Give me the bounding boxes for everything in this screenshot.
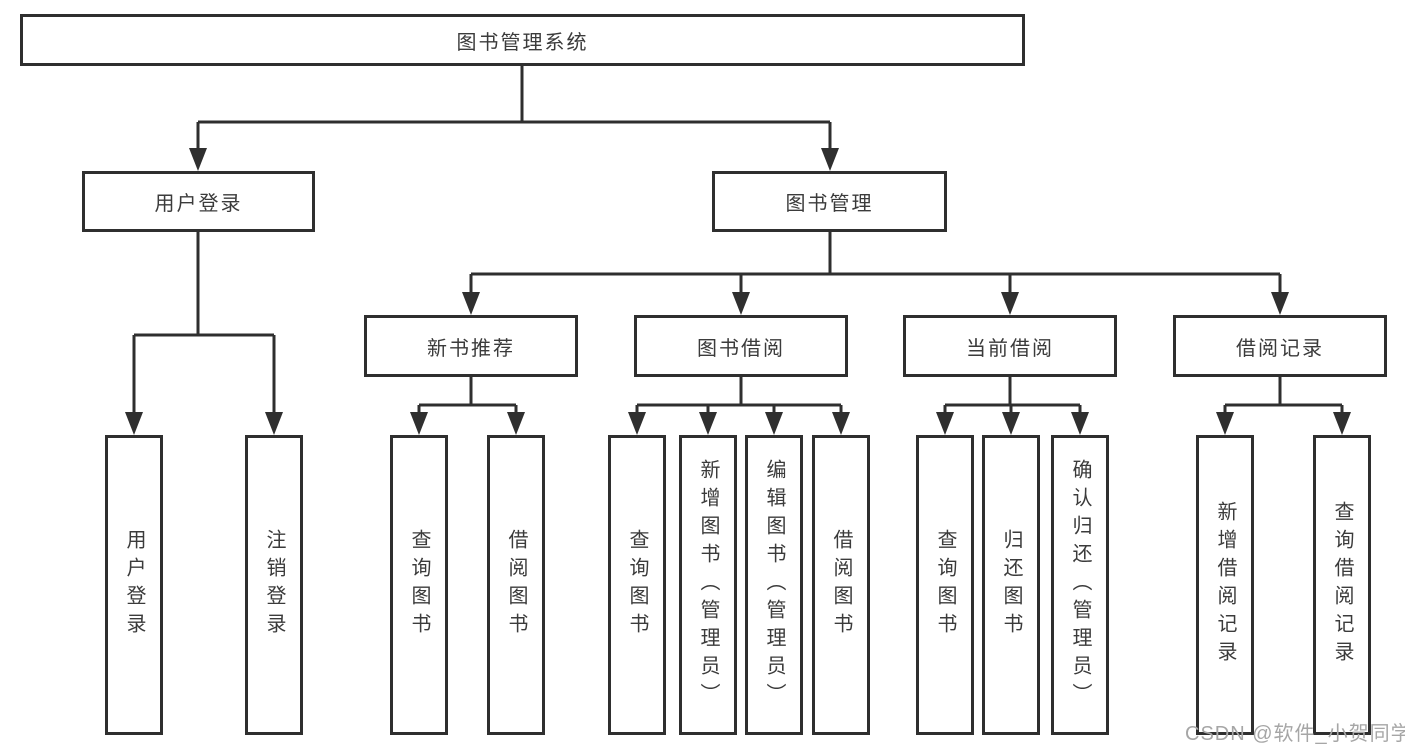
node-label: 当前借阅	[966, 337, 1054, 360]
node-label: 图书管理系统	[456, 31, 589, 54]
node-leaf-borrow-books: 借阅图书	[812, 435, 870, 735]
node-book-management-system: 图书管理系统	[20, 14, 1025, 66]
node-label: 借阅图书	[830, 529, 852, 641]
node-label: 归还图书	[1000, 529, 1022, 641]
node-leaf-confirm-return-admin: 确认归还（管理员）	[1051, 435, 1109, 735]
node-label: 确认归还（管理员）	[1069, 459, 1091, 711]
node-leaf-user-login: 用户登录	[105, 435, 163, 735]
node-label: 图书借阅	[697, 337, 785, 360]
node-label: 借阅图书	[505, 529, 527, 641]
node-leaf-query-books: 查询图书	[390, 435, 448, 735]
node-label: 用户登录	[154, 193, 243, 215]
node-label: 注销登录	[263, 529, 285, 641]
node-leaf-add-books-admin: 新增图书（管理员）	[679, 435, 737, 735]
node-label: 新增图书（管理员）	[697, 459, 719, 711]
node-label: 用户登录	[123, 529, 145, 641]
node-label: 图书管理	[785, 193, 874, 215]
arrowhead-icons	[125, 148, 1351, 435]
node-label: 查询借阅记录	[1331, 501, 1353, 669]
node-leaf-logout: 注销登录	[245, 435, 303, 735]
node-new-book-recommendation: 新书推荐	[364, 315, 578, 377]
node-borrowing-records: 借阅记录	[1173, 315, 1387, 377]
node-label: 查询图书	[626, 529, 648, 641]
node-label: 编辑图书（管理员）	[763, 459, 785, 711]
node-leaf-edit-books-admin: 编辑图书（管理员）	[745, 435, 803, 735]
node-book-borrowing: 图书借阅	[634, 315, 848, 377]
node-label: 查询图书	[934, 529, 956, 641]
node-leaf-query-borrow-record: 查询借阅记录	[1313, 435, 1371, 735]
node-leaf-return-books: 归还图书	[982, 435, 1040, 735]
node-leaf-query-books: 查询图书	[916, 435, 974, 735]
node-user-login-branch: 用户登录	[82, 171, 315, 232]
node-label: 借阅记录	[1236, 337, 1324, 360]
node-label: 新书推荐	[427, 337, 515, 360]
node-leaf-query-books: 查询图书	[608, 435, 666, 735]
node-leaf-add-borrow-record: 新增借阅记录	[1196, 435, 1254, 735]
node-book-management-branch: 图书管理	[712, 171, 947, 232]
csdn-watermark: CSDN @软件_小贺同学	[1185, 723, 1405, 745]
node-leaf-borrow-books: 借阅图书	[487, 435, 545, 735]
node-current-borrowing: 当前借阅	[903, 315, 1117, 377]
node-label: 查询图书	[408, 529, 430, 641]
node-label: 新增借阅记录	[1214, 501, 1236, 669]
